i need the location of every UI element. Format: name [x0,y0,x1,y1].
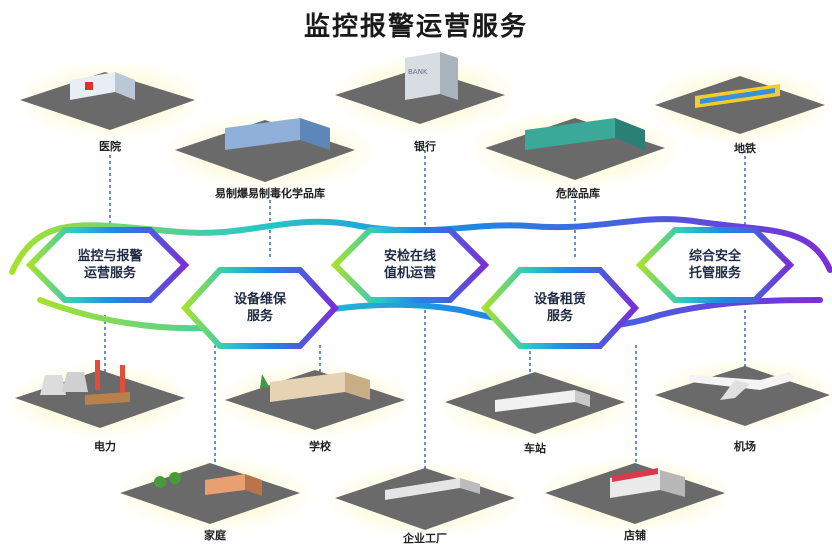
service-monitoring-alarm: 监控与报警运营服务 [77,249,143,281]
label-home: 家庭 [204,529,226,542]
label-shop: 店铺 [624,529,646,542]
label-airport: 机场 [734,440,756,453]
label-dangerous-goods: 危险品库 [556,187,600,200]
chemical-warehouse-icon [225,118,330,150]
label-station: 车站 [524,442,546,455]
service-band [9,216,832,349]
label-school: 学校 [309,440,331,453]
airport-airplane-icon [690,372,795,400]
label-subway: 地铁 [734,142,756,155]
subway-train-icon [695,84,780,108]
bus-station-icon [495,390,590,412]
service-integrated-security: 综合安全托管服务 [688,249,741,281]
label-power: 电力 [94,440,116,453]
label-factory: 企业工厂 [403,532,447,545]
factory-icon [385,478,480,500]
page-title: 监控报警运营服务 [303,12,528,42]
service-equipment-maintenance: 设备维保服务 [233,292,286,324]
service-security-check-online: 安检在线值机运营 [383,249,436,281]
bank-sign-text: BANK [408,68,428,76]
label-hospital: 医院 [99,140,121,153]
dangerous-goods-warehouse-icon [525,118,645,150]
power-plant-icon [40,360,130,405]
school-icon [260,372,370,402]
connector-lines [104,150,746,470]
house-icon [154,472,262,496]
label-chemical-warehouse: 易制爆易制毒化学品库 [215,187,325,200]
service-equipment-leasing: 设备租赁服务 [533,292,586,324]
label-bank: 银行 [414,140,436,153]
bank-icon [405,52,458,100]
hospital-icon [70,72,135,100]
shop-icon [610,468,685,498]
